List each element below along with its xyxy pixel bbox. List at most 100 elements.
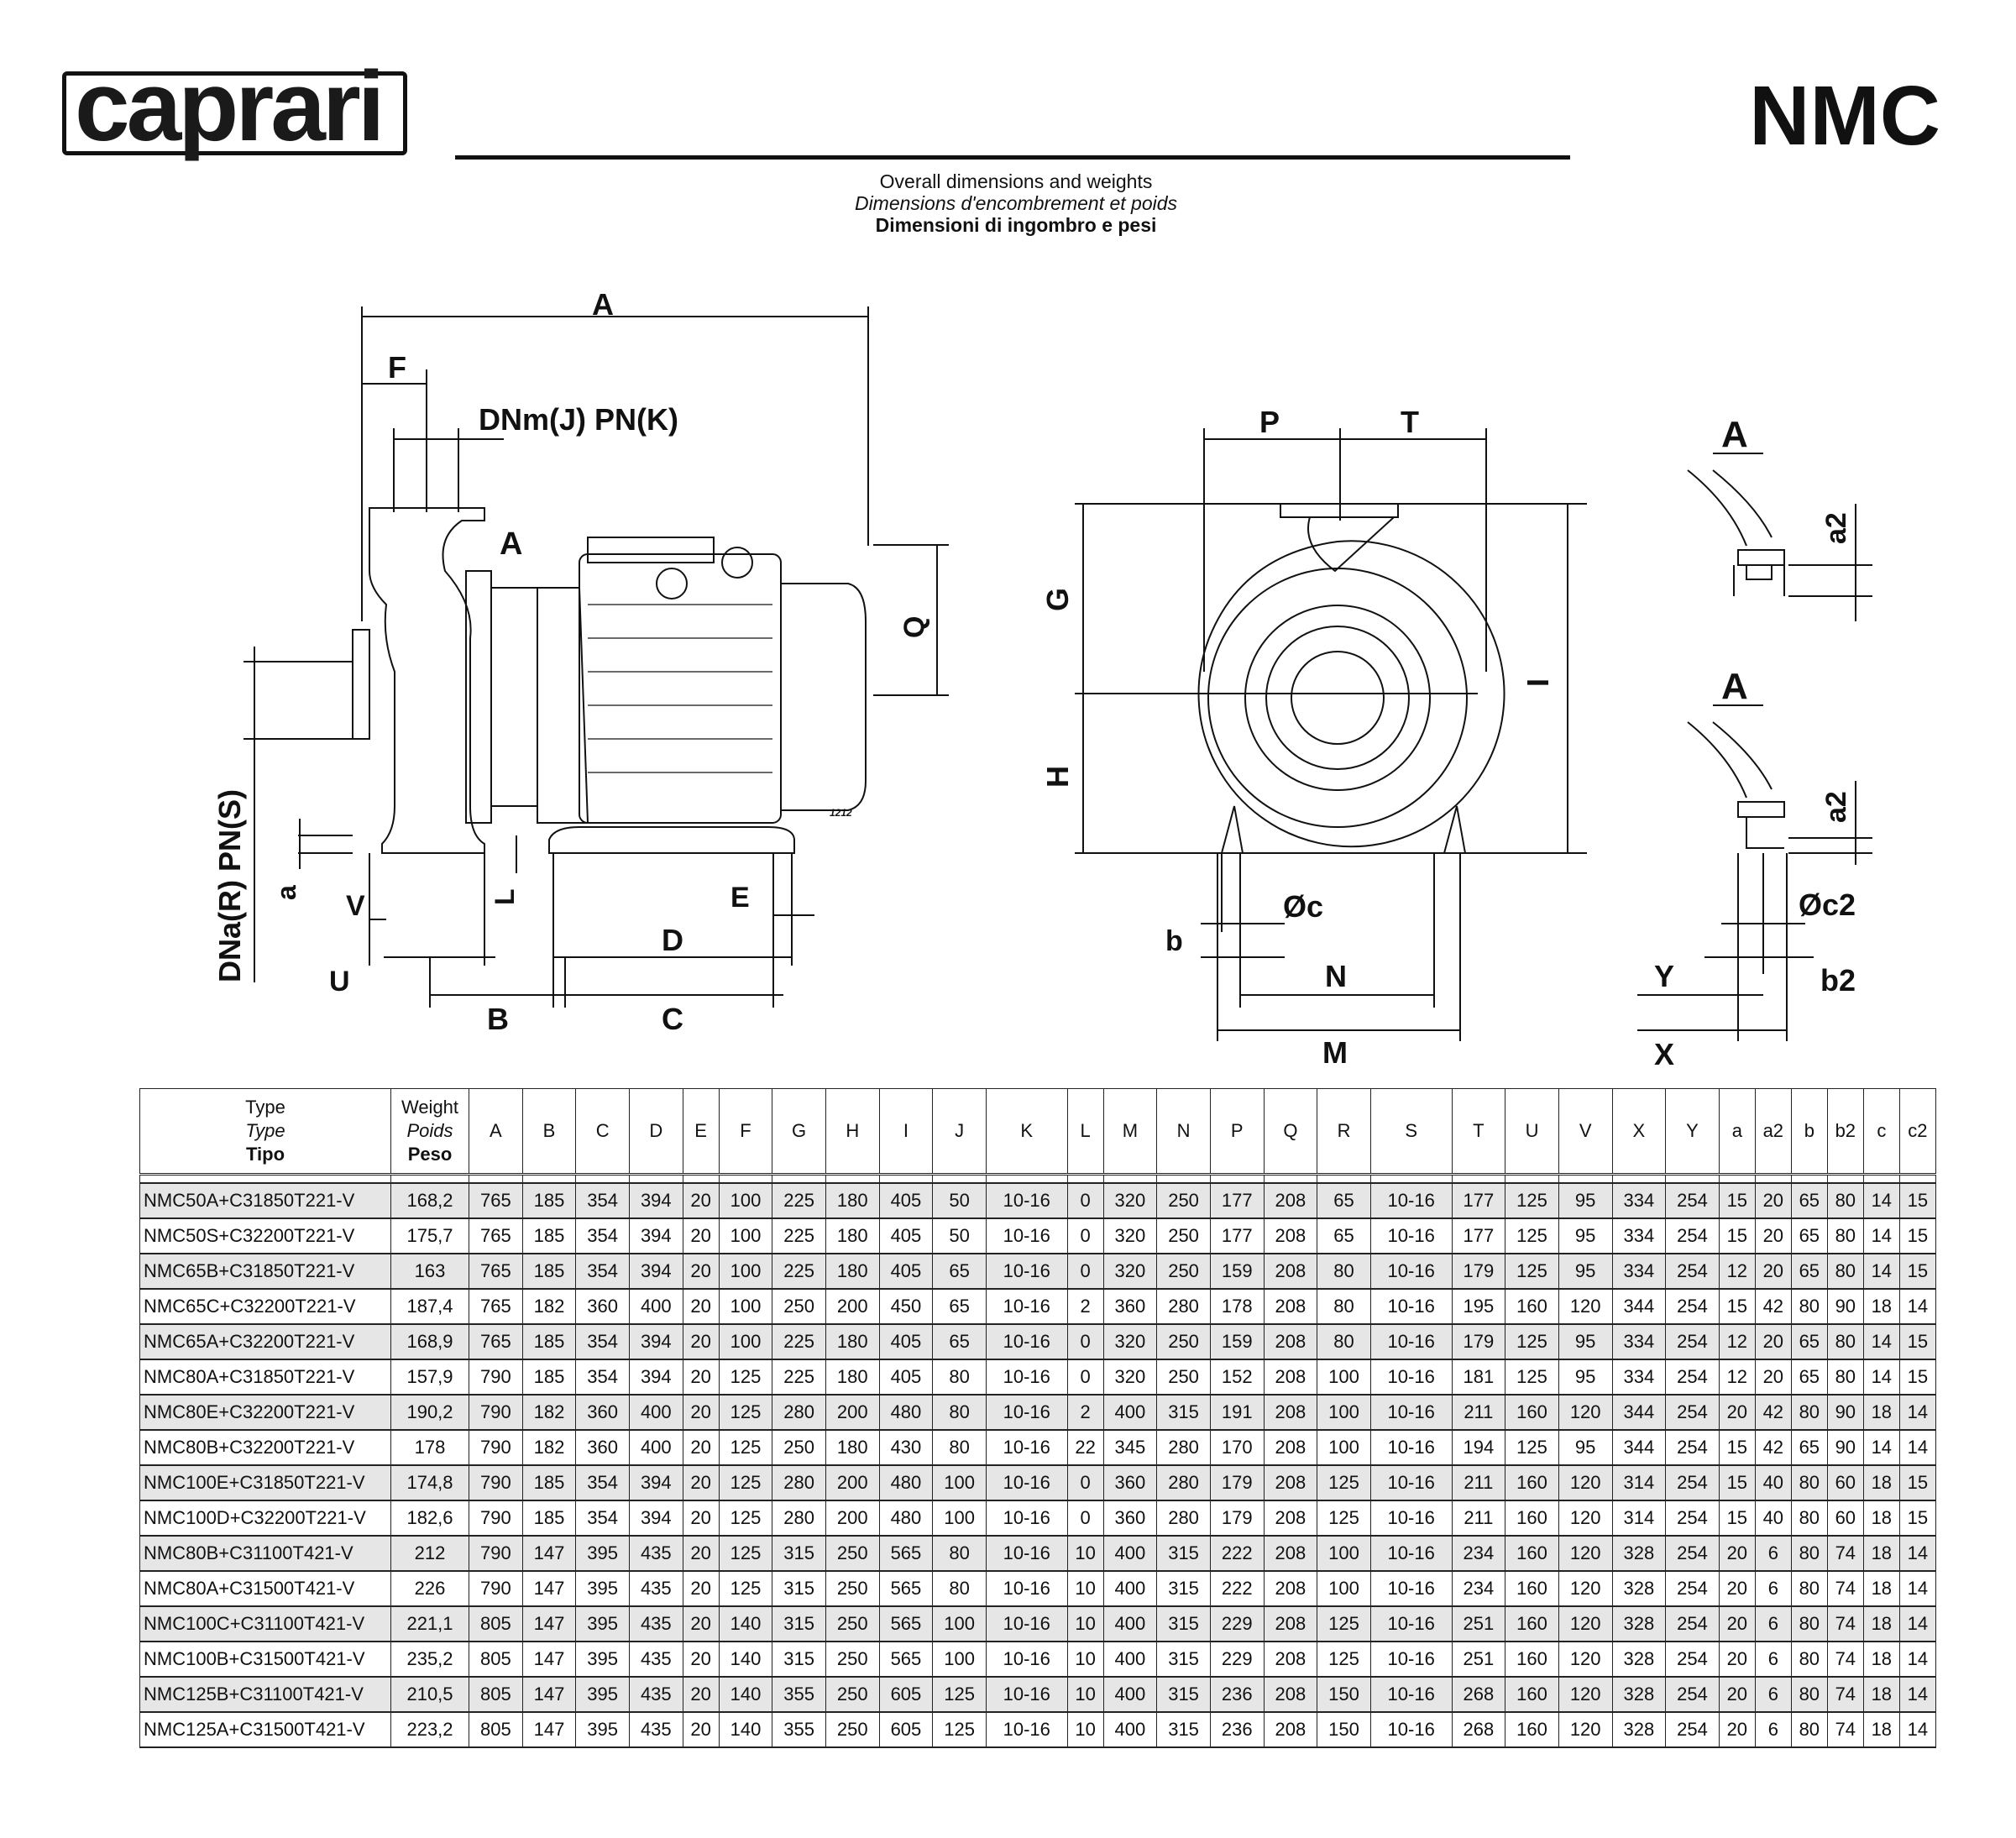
cell-N: 315 (1156, 1570, 1211, 1607)
separator-cell (772, 1173, 826, 1184)
dim-label-B: B (487, 1002, 509, 1036)
cell-J: 80 (932, 1394, 987, 1431)
separator-cell (1718, 1173, 1756, 1184)
cell-J: 100 (932, 1500, 987, 1537)
cell-type: NMC80B+C32200T221-V (139, 1429, 391, 1466)
dim-label-b2: b2 (1820, 963, 1856, 998)
header-weight-it: Peso (407, 1144, 453, 1165)
cell-T: 177 (1451, 1217, 1506, 1254)
separator-cell (1209, 1173, 1265, 1184)
cell-L: 0 (1066, 1253, 1104, 1290)
cell-b: 80 (1790, 1288, 1828, 1325)
header-col-U: U (1505, 1088, 1559, 1175)
subtitle-en: Overall dimensions and weights (879, 170, 1153, 192)
cell-T: 234 (1451, 1570, 1506, 1607)
cell-type: NMC65A+C32200T221-V (139, 1323, 391, 1360)
cell-Y: 254 (1665, 1288, 1720, 1325)
dim-label-F: F (388, 350, 406, 385)
cell-U: 160 (1505, 1464, 1559, 1501)
cell-b2: 90 (1826, 1288, 1864, 1325)
cell-P: 159 (1209, 1323, 1265, 1360)
cell-Q: 208 (1263, 1605, 1318, 1642)
cell-G: 355 (772, 1676, 826, 1713)
cell-N: 315 (1156, 1535, 1211, 1572)
cell-G: 280 (772, 1394, 826, 1431)
cell-G: 280 (772, 1500, 826, 1537)
cell-X: 334 (1611, 1323, 1667, 1360)
separator-cell (628, 1173, 683, 1184)
dim-label-Y: Y (1654, 959, 1674, 993)
cell-b: 80 (1790, 1500, 1828, 1537)
cell-weight: 210,5 (390, 1676, 469, 1713)
cell-A: 765 (469, 1217, 523, 1254)
cell-P: 236 (1209, 1711, 1265, 1748)
cell-U: 160 (1505, 1605, 1559, 1642)
cell-B: 147 (521, 1676, 577, 1713)
cell-E: 20 (682, 1217, 720, 1254)
cell-X: 328 (1611, 1605, 1667, 1642)
cell-J: 65 (932, 1253, 987, 1290)
cell-C: 395 (575, 1605, 630, 1642)
cell-weight: 221,1 (390, 1605, 469, 1642)
cell-K: 10-16 (985, 1253, 1068, 1290)
cell-N: 315 (1156, 1711, 1211, 1748)
cell-weight: 235,2 (390, 1641, 469, 1678)
cell-G: 315 (772, 1641, 826, 1678)
cell-B: 147 (521, 1535, 577, 1572)
cell-P: 159 (1209, 1253, 1265, 1290)
cell-P: 178 (1209, 1288, 1265, 1325)
cell-a2: 42 (1754, 1429, 1792, 1466)
cell-I: 565 (878, 1535, 934, 1572)
cell-I: 430 (878, 1429, 934, 1466)
cell-L: 10 (1066, 1570, 1104, 1607)
cell-F: 125 (718, 1464, 773, 1501)
cell-V: 120 (1558, 1711, 1613, 1748)
dim-label-P: P (1259, 405, 1280, 439)
cell-E: 20 (682, 1253, 720, 1290)
dimension-drawing: A F DNm(J) PN(K) A Q DNa(R) PN(S) a V L … (212, 287, 1872, 1071)
separator-cell (1156, 1173, 1211, 1184)
cell-H: 200 (825, 1464, 880, 1501)
cell-c: 18 (1862, 1570, 1900, 1607)
cell-c: 14 (1862, 1323, 1900, 1360)
cell-R: 100 (1317, 1429, 1371, 1466)
cell-Q: 208 (1263, 1253, 1318, 1290)
cell-T: 179 (1451, 1323, 1506, 1360)
cell-b2: 74 (1826, 1641, 1864, 1678)
cell-M: 320 (1102, 1323, 1158, 1360)
cell-K: 10-16 (985, 1394, 1068, 1431)
header-rule (455, 155, 1570, 160)
cell-A: 765 (469, 1323, 523, 1360)
cell-R: 150 (1317, 1711, 1371, 1748)
cell-H: 250 (825, 1641, 880, 1678)
cell-N: 250 (1156, 1217, 1211, 1254)
cell-J: 80 (932, 1429, 987, 1466)
cell-Y: 254 (1665, 1676, 1720, 1713)
cell-L: 2 (1066, 1288, 1104, 1325)
cell-B: 185 (521, 1500, 577, 1537)
cell-Y: 254 (1665, 1359, 1720, 1396)
cell-D: 435 (628, 1676, 683, 1713)
separator-cell (932, 1173, 987, 1184)
caprari-logo: caprari (62, 57, 407, 156)
cell-M: 400 (1102, 1711, 1158, 1748)
cell-c2: 14 (1898, 1288, 1937, 1325)
cell-C: 354 (575, 1359, 630, 1396)
cell-I: 450 (878, 1288, 934, 1325)
cell-M: 360 (1102, 1464, 1158, 1501)
cell-C: 354 (575, 1253, 630, 1290)
cell-G: 315 (772, 1535, 826, 1572)
cell-B: 147 (521, 1641, 577, 1678)
cell-c: 14 (1862, 1217, 1900, 1254)
header-type-it: Tipo (245, 1144, 285, 1165)
cell-N: 315 (1156, 1676, 1211, 1713)
separator-cell (985, 1173, 1068, 1184)
cell-K: 10-16 (985, 1535, 1068, 1572)
cell-V: 95 (1558, 1323, 1613, 1360)
cell-R: 125 (1317, 1464, 1371, 1501)
cell-D: 394 (628, 1217, 683, 1254)
